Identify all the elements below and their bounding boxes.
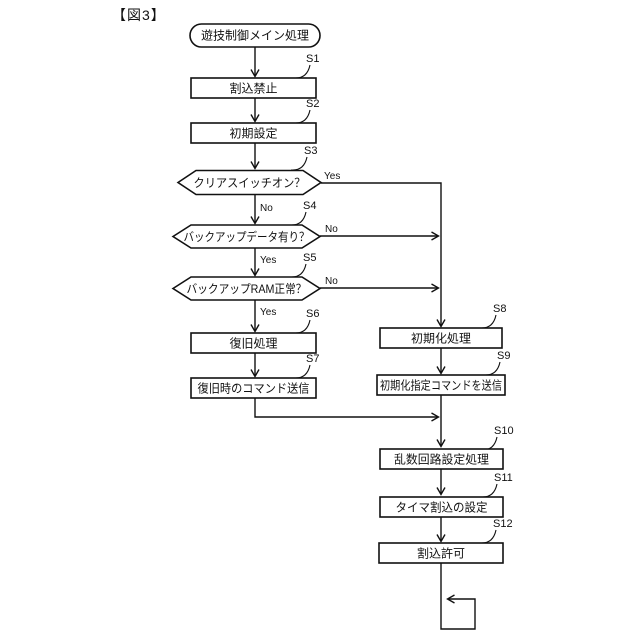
s2-process-label: 初期設定 [230,126,278,141]
leader-s3 [290,156,308,171]
edge-s7-join [254,398,440,422]
s9-process-box [376,374,506,396]
leader-s12 [479,529,497,544]
step-tag-s12: S12 [493,518,513,530]
leader-s7 [293,364,311,379]
edge-label-s5-yes: Yes [260,307,276,318]
step-tag-s4: S4 [303,200,316,212]
step-tag-s11: S11 [494,472,513,484]
s3-decision-label: クリアスイッチオン？ [194,176,306,190]
leader-s8 [479,314,497,329]
edge-label-s5-no: No [325,276,338,287]
step-tag-s9: S9 [497,350,510,362]
leader-s9 [483,361,501,376]
s5-decision-label: バックアップRAM正常？ [187,282,307,296]
s11-process-box [379,496,504,518]
edge-label-s4-no: No [325,224,338,235]
s6-process-label: 復旧処理 [230,336,278,351]
edge-label-s4-yes: Yes [260,255,276,266]
edge-label-s3-no: No [260,203,273,214]
figure-number-label: 【図3】 [112,7,166,23]
leader-s2 [293,109,311,124]
s3-decision-hexagon [176,169,323,196]
s4-decision-hexagon [171,224,322,249]
leader-s6 [293,319,311,334]
start-terminal-label: 遊技制御メイン処理 [201,28,309,43]
s8-process-box [379,327,503,349]
s2-process-box [190,122,317,144]
step-tag-s8: S8 [493,303,506,315]
s11-process-label: タイマ割込の設定 [396,500,488,515]
step-tag-s5: S5 [303,252,316,264]
s1-process-label: 割込禁止 [230,81,278,96]
edge-label-s3-yes: Yes [324,171,340,182]
s5-decision-hexagon [171,276,322,301]
s6-process-box [190,332,317,354]
leader-s10 [480,436,498,451]
step-tag-s6: S6 [306,308,319,320]
step-tag-s10: S10 [494,425,514,437]
step-tag-s3: S3 [304,145,317,157]
s1-process-box [190,77,317,99]
s7-process-box [190,377,317,399]
step-tag-s7: S7 [306,353,319,365]
leader-s11 [480,483,498,498]
start-terminal-shape [189,23,321,48]
s9-process-label: 初期化指定コマンドを送信 [380,378,502,393]
edge-s3-yes-s8 [321,182,446,328]
s10-process-box [379,448,504,470]
s10-process-label: 乱数回路設定処理 [394,452,489,467]
leader-s4 [289,211,307,226]
step-tag-s1: S1 [306,53,319,65]
step-tag-s2: S2 [306,98,319,110]
edge-s12-loop [440,563,476,630]
s8-process-label: 初期化処理 [411,332,471,346]
s12-process-label: 割込許可 [417,546,465,561]
s12-process-box [378,542,504,564]
s4-decision-label: バックアップデータ有り？ [184,229,310,244]
leader-s1 [293,64,311,79]
s7-process-label: 復旧時のコマンド送信 [198,381,310,396]
leader-s5 [289,263,307,278]
